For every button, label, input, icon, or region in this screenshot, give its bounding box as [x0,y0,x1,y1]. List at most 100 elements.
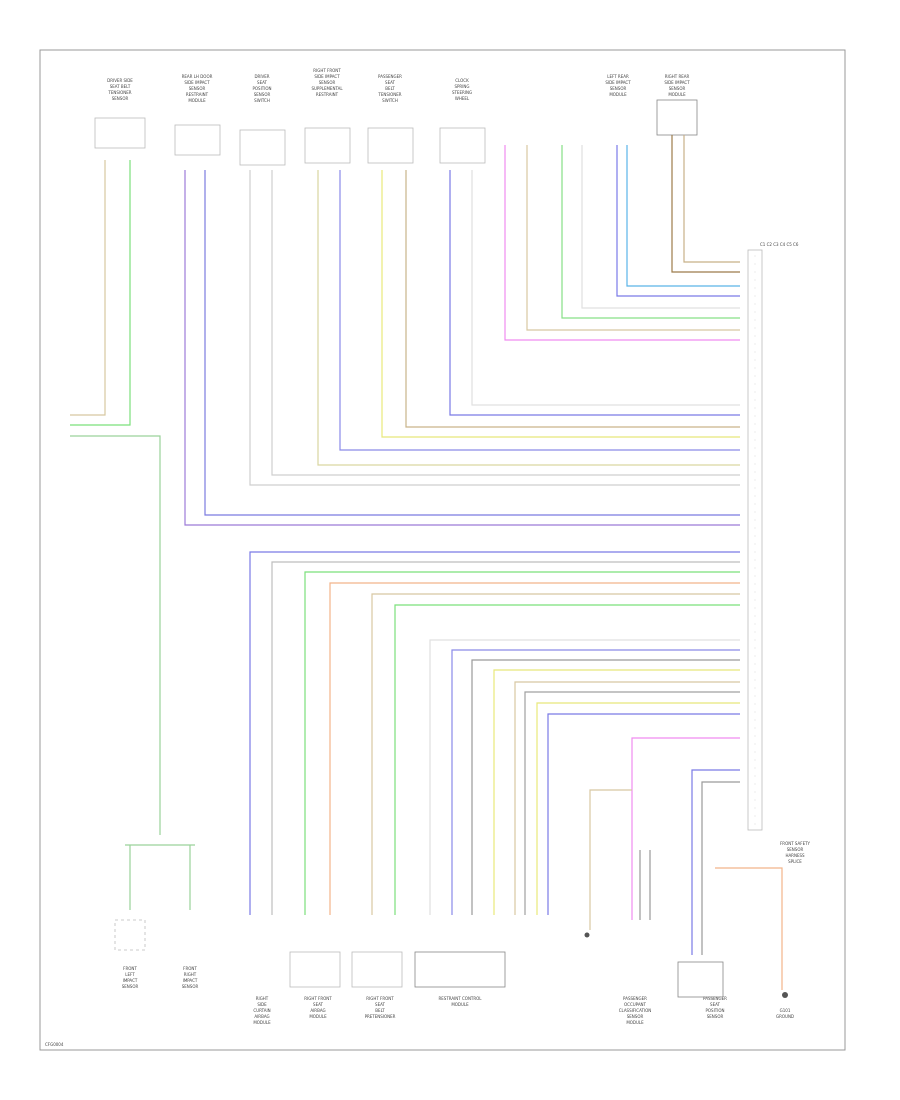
svg-text:PASSENGER: PASSENGER [623,996,647,1001]
wire-blue-4 [616,145,740,297]
svg-text:IMPACT: IMPACT [123,978,138,983]
wire-magenta [504,145,740,341]
wire-gray-3 [271,561,740,915]
wire-violet [339,170,740,451]
svg-text:RIGHT FRONT: RIGHT FRONT [304,996,332,1001]
wire-green-2 [561,145,740,319]
svg-text:FRONT SAFETY: FRONT SAFETY [780,841,811,846]
diagram-frame [39,49,846,1051]
svg-text:MODULE: MODULE [609,92,627,97]
wire-white [471,170,740,406]
label-bottom-4: RESTRAINT CONTROL MODULE [438,996,482,1007]
wire-blue-5 [626,145,740,287]
svg-text:RIGHT: RIGHT [184,972,197,977]
svg-text:PASSENGER: PASSENGER [378,74,402,79]
label-right-splice: FRONT SAFETY SENSOR HARNESS SPLICE [780,841,811,864]
svg-text:SENSOR: SENSOR [122,984,139,989]
wire-tan-4 [371,593,740,915]
wire-blue-8 [691,769,740,955]
label-top-left-sensor: DRIVER SIDE SEAT BELT TENSIONER SENSOR [107,78,133,101]
svg-text:TENSIONER: TENSIONER [377,92,401,97]
wire-tan [70,160,106,416]
svg-text:SWITCH: SWITCH [382,98,398,103]
svg-text:BELT: BELT [375,1008,385,1013]
svg-text:LEFT: LEFT [125,972,135,977]
wire-olive [317,170,740,466]
component-labels: DRIVER SIDE SEAT BELT TENSIONER SENSOR R… [45,68,811,1047]
svg-text:PRETENSIONER: PRETENSIONER [365,1014,396,1019]
label-top-sensor-6: CLOCK SPRING STEERING WHEEL [452,78,472,101]
svg-text:OCCUPANT: OCCUPANT [624,1002,647,1007]
connector-label: C1 C2 C3 C4 C5 C6 [760,242,799,247]
svg-text:SENSOR: SENSOR [610,86,627,91]
svg-text:REAR LH DOOR: REAR LH DOOR [182,74,213,79]
svg-text:HARNESS: HARNESS [785,853,805,858]
wire-green-4 [394,604,740,915]
svg-text:SEAT: SEAT [257,80,267,85]
svg-text:DRIVER: DRIVER [254,74,269,79]
svg-text:SIDE IMPACT: SIDE IMPACT [664,80,690,85]
wire-blue-7 [547,713,740,915]
svg-text:SENSOR: SENSOR [787,847,804,852]
svg-text:SWITCH: SWITCH [254,98,270,103]
label-top-sensor-7: LEFT REAR SIDE IMPACT SENSOR MODULE [605,74,631,97]
wire-tan-5 [514,681,740,915]
bottom-components [114,919,724,998]
wire-orange [329,582,740,915]
svg-text:FRONT: FRONT [123,966,137,971]
ground-symbol [584,932,788,998]
label-top-sensor-2: REAR LH DOOR SIDE IMPACT SENSOR RESTRAIN… [182,74,213,103]
wire-blue-2 [204,170,740,516]
svg-text:RIGHT FRONT: RIGHT FRONT [366,996,394,1001]
svg-text:RIGHT: RIGHT [256,996,269,1001]
wire-white-2 [581,145,740,309]
svg-text:SIDE IMPACT: SIDE IMPACT [184,80,210,85]
wire-yellow [381,170,740,438]
module-connector: C1 C2 C3 C4 C5 C6 [747,242,799,831]
wire-yellow-3 [536,702,740,915]
svg-text:SPRING: SPRING [454,84,469,89]
svg-text:G101: G101 [780,1008,791,1013]
svg-text:TENSIONER: TENSIONER [107,90,131,95]
svg-text:SEAT: SEAT [710,1002,720,1007]
label-top-sensor-8: RIGHT REAR SIDE IMPACT SENSOR MODULE [664,74,690,97]
label-bottom-left-2: FRONT RIGHT IMPACT SENSOR [182,966,199,989]
svg-text:WHEEL: WHEEL [455,96,470,101]
svg-text:SEAT BELT: SEAT BELT [110,84,131,89]
svg-text:IMPACT: IMPACT [183,978,198,983]
label-bottom-2: RIGHT FRONT SEAT AIRBAG MODULE [304,996,332,1019]
svg-text:POSITION: POSITION [252,86,271,91]
wire-green-3 [304,571,740,915]
svg-text:MODULE: MODULE [451,1002,469,1007]
svg-text:SPLICE: SPLICE [788,859,802,864]
top-components [94,99,698,166]
label-bottom-left-1: FRONT LEFT IMPACT SENSOR [122,966,139,989]
svg-text:POSITION: POSITION [705,1008,724,1013]
wire-green [70,160,131,426]
svg-text:SENSOR: SENSOR [182,984,199,989]
svg-text:MODULE: MODULE [188,98,206,103]
svg-text:MODULE: MODULE [253,1020,271,1025]
wire-gray-7 [701,781,740,955]
wire-tan-3 [683,135,740,263]
wire-white-3 [429,639,740,915]
svg-text:SENSOR: SENSOR [669,86,686,91]
svg-text:CLASSIFICATION: CLASSIFICATION [619,1008,652,1013]
wire-violet-2 [451,649,740,915]
wire-green-split [125,844,195,910]
svg-text:AIRBAG: AIRBAG [310,1008,325,1013]
wire-gray-5 [524,691,740,915]
svg-text:SIDE IMPACT: SIDE IMPACT [605,80,631,85]
wire-gray-2 [271,170,740,476]
wire-magenta-2 [631,737,740,920]
svg-text:STEERING: STEERING [452,90,472,95]
svg-text:SENSOR: SENSOR [254,92,271,97]
svg-text:MODULE: MODULE [626,1020,644,1025]
svg-text:SEAT: SEAT [375,1002,385,1007]
svg-text:PASSENGER: PASSENGER [703,996,727,1001]
svg-text:AIRBAG: AIRBAG [254,1014,269,1019]
wire-tan-6 [589,789,632,930]
wires [70,135,783,990]
svg-text:RIGHT REAR: RIGHT REAR [665,74,690,79]
